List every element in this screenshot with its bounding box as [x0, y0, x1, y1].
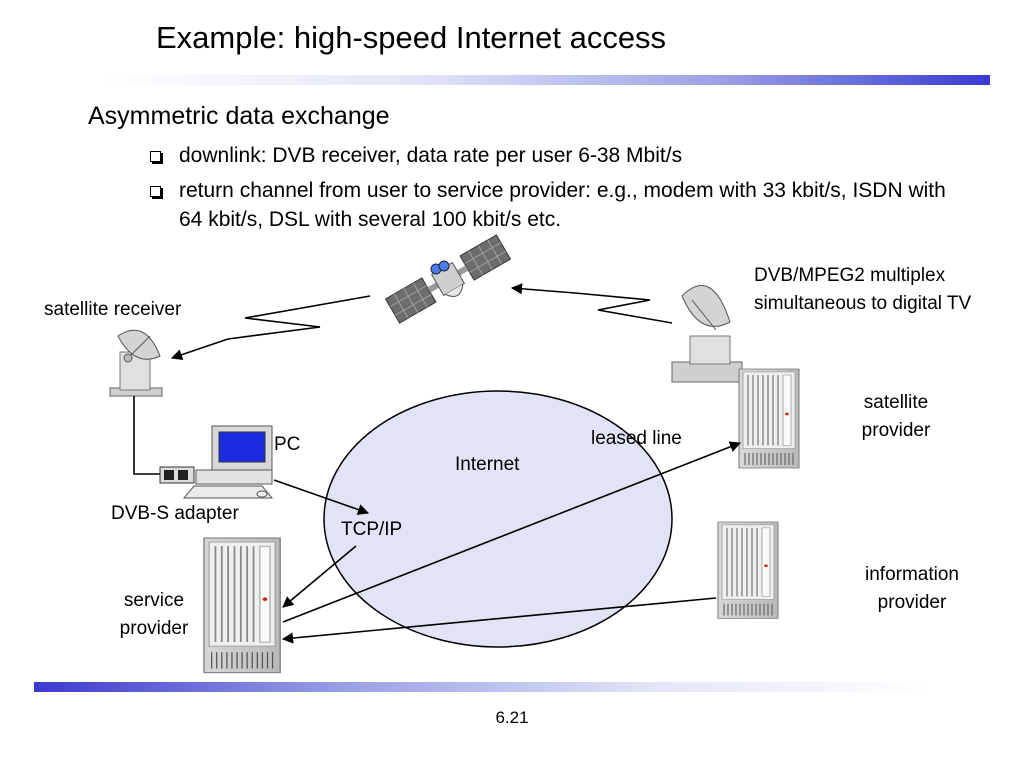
subhead: Asymmetric data exchange — [88, 102, 390, 130]
bullet-item: return channel from user to service prov… — [148, 176, 948, 234]
tcp-ip-label: TCP/IP — [341, 519, 403, 540]
bullet-item: downlink: DVB receiver, data rate per us… — [148, 141, 948, 170]
information-provider-label-line1: information — [865, 564, 959, 585]
satellite-dish-receiver-icon — [109, 329, 163, 397]
title-rule — [100, 75, 990, 85]
uplink-zigzag — [574, 292, 673, 324]
service-provider-label-line2: provider — [119, 618, 189, 639]
satellite-uplink-dish-icon — [671, 285, 743, 383]
page-number: 6.21 — [495, 708, 529, 727]
leased-line-arrow — [282, 441, 742, 623]
pc-label: PC — [274, 434, 301, 455]
dvb-mpeg2-label-line1: DVB/MPEG2 multiplex — [754, 265, 946, 286]
satellite-receiver-label: satellite receiver — [44, 299, 182, 320]
leased-line-label: leased line — [591, 428, 682, 449]
satellite-provider-server-icon — [738, 368, 800, 469]
pc-to-tcpip-arrow — [273, 479, 370, 515]
satellite-provider-label-line1: satellite — [863, 392, 929, 413]
satellite-provider-label-line2: provider — [861, 420, 931, 441]
internet-ellipse — [323, 390, 673, 648]
dvb-s-adapter-icon — [159, 466, 195, 484]
service-provider-server-icon — [203, 537, 282, 674]
information-provider-arrow — [281, 597, 717, 644]
slide-title: Example: high-speed Internet access — [156, 20, 667, 55]
bullet-text: downlink: DVB receiver, data rate per us… — [179, 144, 683, 167]
bullet-square-icon — [150, 186, 161, 197]
downlink-zigzag — [227, 295, 371, 340]
information-provider-label-line2: provider — [877, 592, 947, 613]
service-provider-label-line1: service — [123, 590, 185, 611]
tcpip-to-service-provider-arrow — [282, 545, 357, 608]
internet-label: Internet — [455, 454, 520, 475]
dish-cable — [133, 396, 160, 475]
bullet-square-icon — [150, 151, 161, 162]
pc-icon — [182, 425, 274, 499]
uplink-arrow — [510, 283, 576, 295]
dvb-mpeg2-label-line2: simultaneous to digital TV — [754, 293, 972, 314]
information-provider-server-icon — [717, 521, 779, 620]
downlink-arrow — [170, 338, 229, 361]
bullet-list: downlink: DVB receiver, data rate per us… — [148, 141, 948, 240]
footer-rule — [34, 682, 929, 692]
dvb-s-adapter-label: DVB-S adapter — [111, 503, 239, 524]
satellite-icon — [384, 234, 512, 324]
bullet-text: return channel from user to service prov… — [179, 179, 946, 231]
